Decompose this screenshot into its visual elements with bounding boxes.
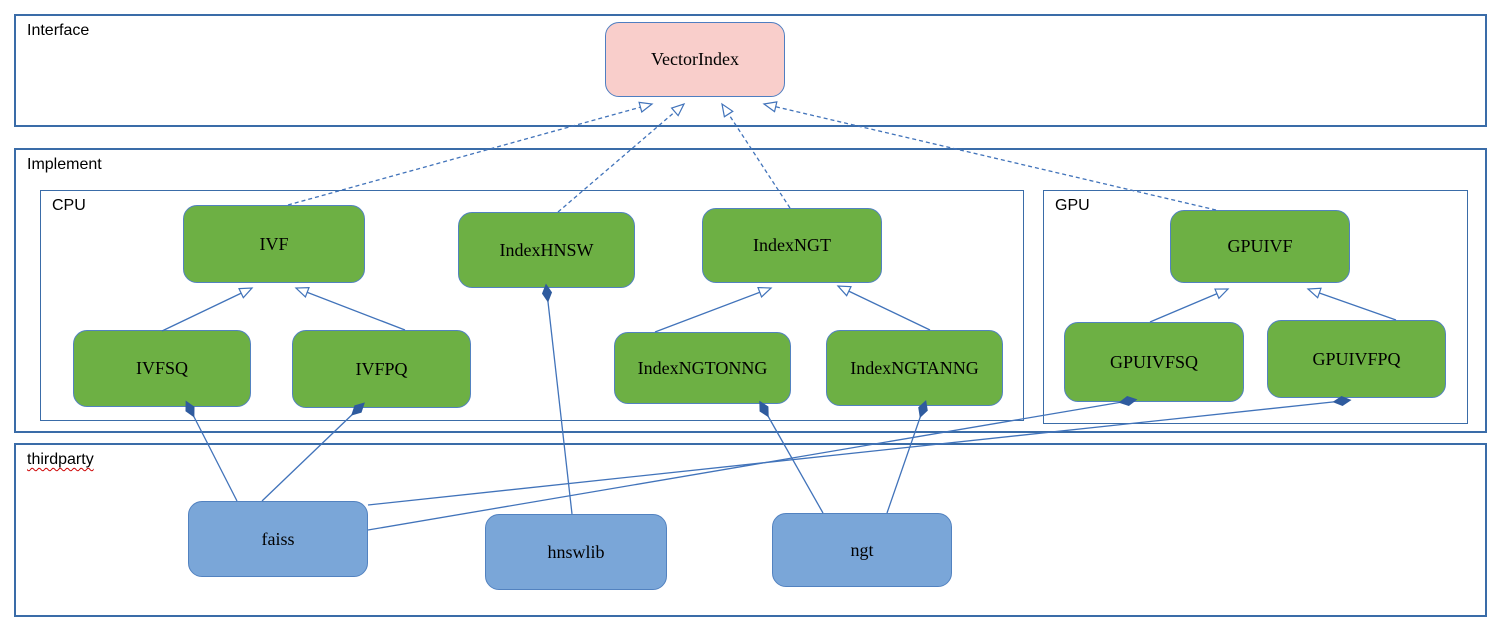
node-indexngtonng: IndexNGTONNG	[614, 332, 791, 404]
node-gpuivfsq: GPUIVFSQ	[1064, 322, 1244, 402]
interface-container-label: Interface	[27, 22, 90, 39]
thirdparty-container-label: thirdparty	[27, 451, 94, 468]
node-vectorindex: VectorIndex	[605, 22, 785, 97]
node-hnswlib: hnswlib	[485, 514, 667, 590]
implement-container-label: Implement	[27, 156, 102, 173]
node-ivfpq: IVFPQ	[292, 330, 471, 408]
node-ivf: IVF	[183, 205, 365, 283]
node-ivfsq: IVFSQ	[73, 330, 251, 407]
node-ngt: ngt	[772, 513, 952, 587]
gpu-container-label: GPU	[1055, 197, 1090, 214]
node-gpuivf: GPUIVF	[1170, 210, 1350, 283]
node-gpuivfpq: GPUIVFPQ	[1267, 320, 1446, 398]
cpu-container-label: CPU	[52, 197, 86, 214]
node-indexngtanng: IndexNGTANNG	[826, 330, 1003, 406]
node-indexngt: IndexNGT	[702, 208, 882, 283]
node-indexhnsw: IndexHNSW	[458, 212, 635, 288]
node-faiss: faiss	[188, 501, 368, 577]
